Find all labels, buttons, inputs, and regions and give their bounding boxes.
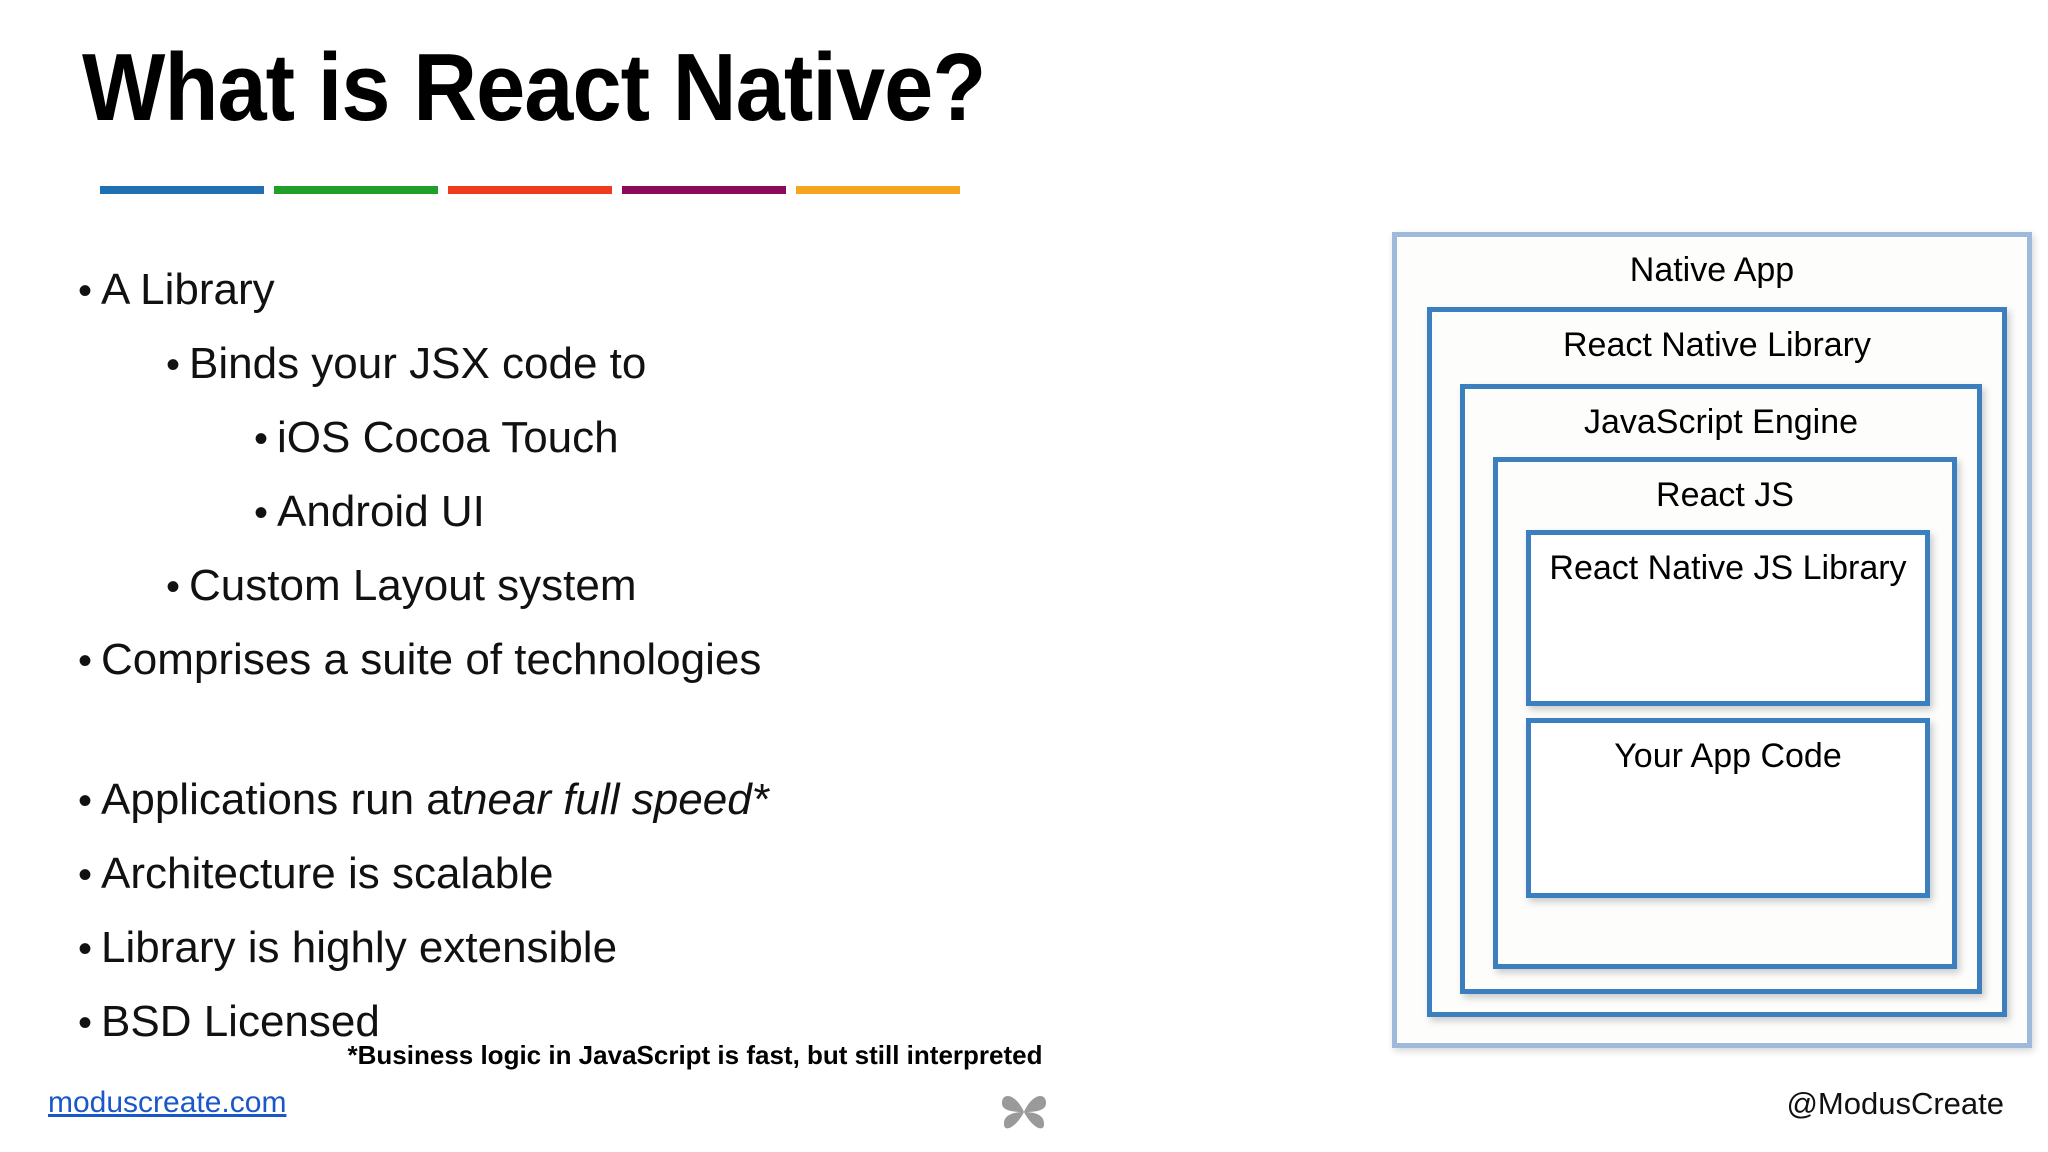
- accent-segment-purple: [622, 186, 786, 194]
- diagram-layer-your-app-code-label: Your App Code: [1614, 737, 1842, 775]
- bullet-dot-icon: •: [166, 343, 181, 387]
- bullet-text: Architecture is scalable: [101, 849, 554, 898]
- bullet-item: •Custom Layout system: [166, 564, 1298, 608]
- bullet-text: Android UI: [277, 487, 485, 536]
- bullet-dot-icon: •: [78, 269, 93, 313]
- bullet-dot-icon: •: [78, 927, 93, 971]
- diagram-layer-react-native-js-library-label: React Native JS Library: [1549, 549, 1907, 587]
- footnote: *Business logic in JavaScript is fast, b…: [347, 1040, 1043, 1070]
- diagram-layer-react-native-library: React Native Library JavaScript Engine R…: [1427, 307, 2007, 1017]
- bullet-item: •Library is highly extensible: [78, 926, 1298, 970]
- bullet-item: •Applications run at near full speed*: [78, 778, 1298, 822]
- bullet-text: Binds your JSX code to: [189, 339, 647, 388]
- accent-segment-red: [448, 186, 612, 194]
- accent-segment-green: [274, 186, 438, 194]
- bullet-text: Custom Layout system: [189, 561, 637, 610]
- bullet-text: Applications run at: [101, 775, 464, 824]
- footer-social-handle: @ModusCreate: [1786, 1086, 2004, 1121]
- bullet-item: •Comprises a suite of technologies: [78, 638, 1298, 682]
- diagram-layer-react-js-label: React JS: [1656, 476, 1794, 514]
- page-title: What is React Native?: [82, 34, 986, 141]
- bullet-item: •Android UI: [254, 490, 1298, 534]
- bullet-item: •BSD Licensed: [78, 1000, 1298, 1044]
- bullet-dot-icon: •: [254, 417, 269, 461]
- bullet-text: Library is highly extensible: [101, 923, 618, 972]
- bullet-text: BSD Licensed: [101, 997, 380, 1046]
- accent-segment-blue: [100, 186, 264, 194]
- bullet-item: •Binds your JSX code to: [166, 342, 1298, 386]
- diagram-layer-react-native-library-label: React Native Library: [1562, 326, 1871, 364]
- diagram-layer-javascript-engine: JavaScript Engine React JS React Native …: [1460, 384, 1982, 994]
- diagram-layer-your-app-code: Your App Code: [1526, 718, 1930, 898]
- bullet-dot-icon: •: [78, 853, 93, 897]
- bullet-text: Comprises a suite of technologies: [101, 635, 762, 684]
- diagram-layer-javascript-engine-label: JavaScript Engine: [1583, 403, 1859, 441]
- bullet-dot-icon: •: [78, 639, 93, 683]
- bullet-dot-icon: •: [166, 565, 181, 609]
- accent-segment-orange: [796, 186, 960, 194]
- accent-rule: [100, 186, 960, 194]
- bullet-item: •A Library: [78, 268, 1298, 312]
- butterfly-logo-icon: [997, 1090, 1051, 1134]
- bullet-dot-icon: •: [254, 491, 269, 535]
- bullet-dot-icon: •: [78, 779, 93, 823]
- bullet-text-emphasis: near full speed*: [463, 775, 769, 824]
- diagram-layer-react-js: React JS React Native JS Library Your Ap…: [1493, 457, 1957, 969]
- diagram-layer-native-app-label: Native App: [1629, 251, 1795, 289]
- architecture-diagram: Native App React Native Library JavaScri…: [1392, 232, 2032, 1048]
- bullet-list: •A Library•Binds your JSX code to•iOS Co…: [78, 238, 1298, 1044]
- bullet-text: A Library: [101, 265, 275, 314]
- bullet-text: iOS Cocoa Touch: [277, 413, 619, 462]
- diagram-layer-native-app: Native App React Native Library JavaScri…: [1392, 232, 2032, 1048]
- bullet-item: •Architecture is scalable: [78, 852, 1298, 896]
- diagram-layer-react-native-js-library: React Native JS Library: [1526, 530, 1930, 706]
- bullet-dot-icon: •: [78, 1001, 93, 1045]
- footer-website-link[interactable]: moduscreate.com: [48, 1086, 287, 1119]
- bullet-item: •iOS Cocoa Touch: [254, 416, 1298, 460]
- bullet-spacer: [78, 682, 1298, 748]
